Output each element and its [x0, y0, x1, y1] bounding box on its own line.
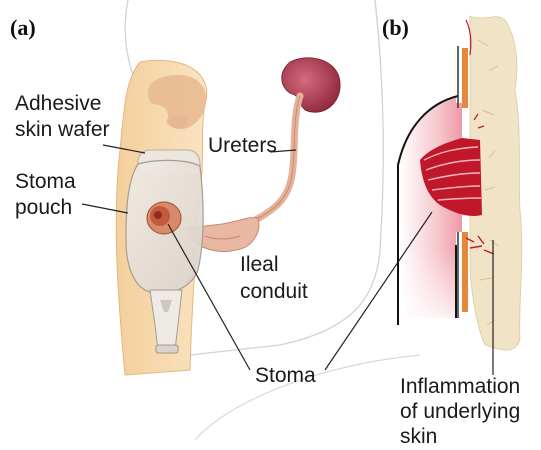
panel-a: (a) Adhesive skin wafer Stoma pouch Uret…: [10, 0, 420, 440]
inflammation-label-line1: Inflammation: [400, 375, 520, 398]
stoma-fade: [395, 250, 465, 322]
faded-ureter-blob: [168, 116, 188, 128]
ileal-label-line1: Ileal: [240, 253, 279, 276]
ureter: [205, 96, 300, 232]
stoma-opening: [154, 211, 162, 219]
stoma-label: Stoma: [255, 364, 316, 387]
ileal-label-line2: conduit: [240, 280, 308, 303]
inflammation-label-line3: skin: [400, 425, 437, 448]
ureters-label: Ureters: [208, 134, 277, 157]
adhesive-label-line1: Adhesive: [15, 92, 101, 115]
panel-b-label: (b): [382, 15, 409, 40]
outlet-clip: [156, 345, 178, 353]
panel-b: (b) Inflammation of underlying skin: [325, 15, 522, 448]
pouch-label-line2: pouch: [15, 196, 72, 219]
ureter-shading: [205, 96, 300, 232]
kidney: [282, 58, 340, 113]
pouch-label-line1: Stoma: [15, 170, 76, 193]
adhesive-layer-top: [462, 48, 468, 108]
inflammation-label-line2: of underlying: [400, 400, 520, 423]
adhesive-layer-bottom: [462, 232, 468, 312]
adhesive-label-line2: skin wafer: [15, 118, 110, 141]
panel-a-label: (a): [10, 15, 36, 40]
